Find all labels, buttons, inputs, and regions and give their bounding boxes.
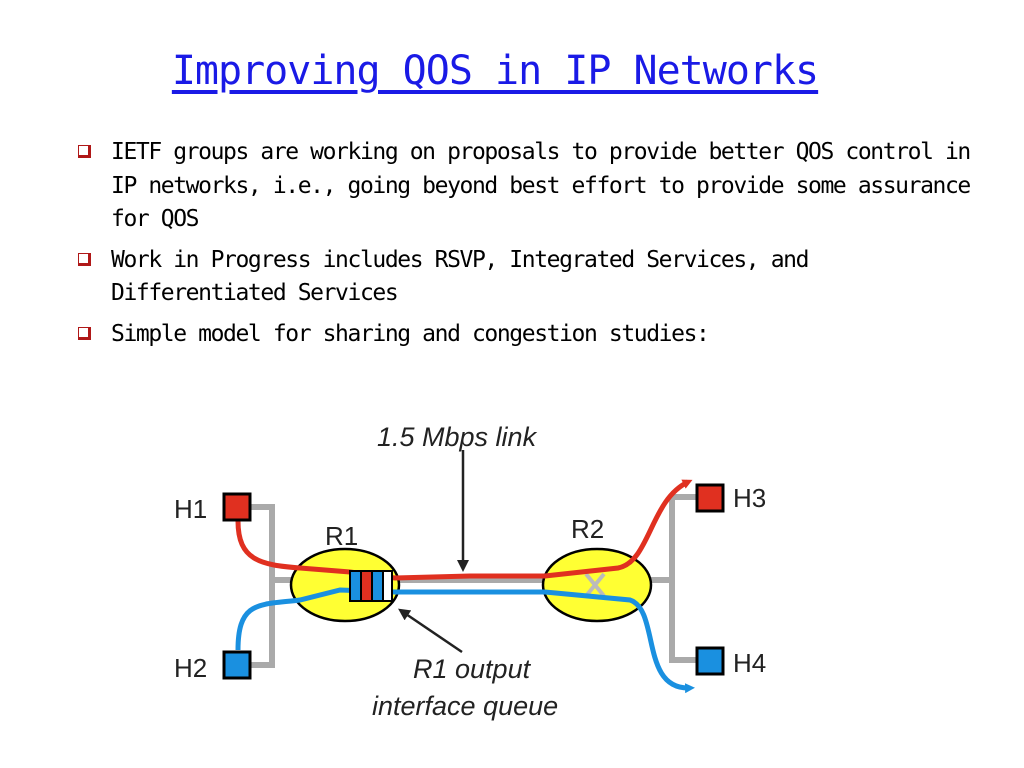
wire-h4 xyxy=(669,580,697,663)
queue-label-line1: R1 output xyxy=(413,654,532,684)
wire-h1 xyxy=(250,504,275,580)
bullet-list: IETF groups are working on proposals to … xyxy=(70,136,971,358)
router-r2-cross-icon xyxy=(584,572,606,598)
host-h3-icon xyxy=(695,483,725,513)
host-h4-icon xyxy=(695,646,725,676)
queue-label-line2: interface queue xyxy=(372,691,558,721)
bullet-box-icon xyxy=(78,326,91,340)
router-r1-label: R1 xyxy=(325,521,358,551)
bullet-box-icon xyxy=(78,145,91,158)
queue-pointer-arrow xyxy=(398,608,463,654)
blue-flow-arrow xyxy=(235,587,695,694)
wire-h2 xyxy=(250,580,275,668)
host-h1-icon xyxy=(222,492,252,522)
output-queue-icon xyxy=(349,570,393,602)
bullet-item: IETF groups are working on proposals to … xyxy=(70,136,971,237)
host-h1-label: H1 xyxy=(174,494,207,524)
bullet-text: IETF groups are working on proposals to … xyxy=(111,139,971,232)
host-h2-icon xyxy=(222,650,252,680)
host-h2-label: H2 xyxy=(174,653,207,683)
wire-h3 xyxy=(669,494,697,580)
bullet-text: Simple model for sharing and congestion … xyxy=(111,320,710,347)
host-h3-label: H3 xyxy=(733,483,766,513)
bullet-item: Simple model for sharing and congestion … xyxy=(70,318,970,352)
link-label: 1.5 Mbps link xyxy=(377,422,538,452)
router-r2-label: R2 xyxy=(571,514,604,544)
host-h4-label: H4 xyxy=(733,648,766,678)
bullet-item: Work in Progress includes RSVP, Integrat… xyxy=(70,244,970,311)
red-flow-arrow xyxy=(235,479,693,581)
page-title: Improving QOS in IP Networks xyxy=(171,48,819,94)
bullet-text: Work in Progress includes RSVP, Integrat… xyxy=(111,246,809,307)
bullet-box-icon xyxy=(78,252,91,266)
